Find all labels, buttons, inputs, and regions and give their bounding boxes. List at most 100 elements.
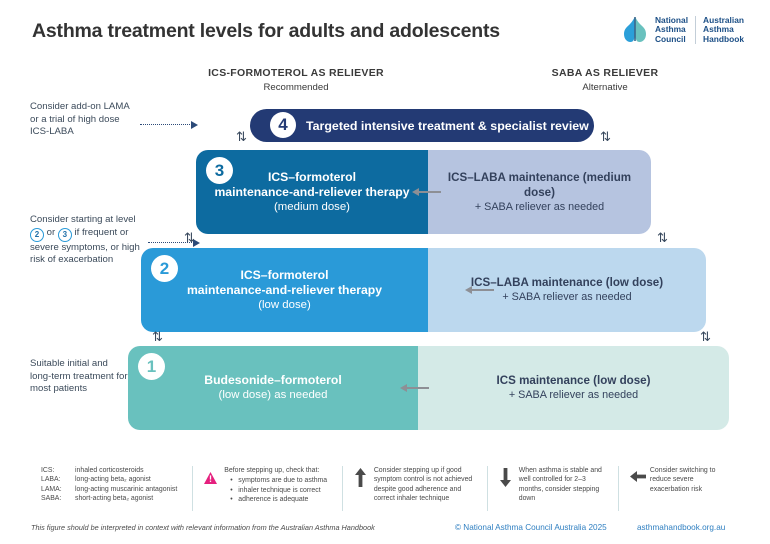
warning-text-block: Before stepping up, check that: symptoms… bbox=[224, 466, 327, 511]
legend-check-before-stepping-up: Before stepping up, check that: symptoms… bbox=[193, 466, 342, 511]
switch-arrow-icon-step-2 bbox=[465, 286, 494, 294]
organisation-logo: National Asthma Council Australian Asthm… bbox=[622, 15, 744, 45]
inline-level-3-circle: 3 bbox=[57, 227, 72, 242]
step-3-right-line2: + SABA reliever as needed bbox=[474, 200, 605, 213]
switch-text: Consider switching to reduce severe exac… bbox=[649, 467, 716, 493]
logo-left-line1: National bbox=[654, 14, 689, 25]
arrow-head bbox=[193, 238, 200, 247]
step-3-ics-formoterol-panel[interactable]: ICS–formoterol maintenance-and-reliever … bbox=[196, 150, 428, 234]
abbrev-key: SABA: bbox=[41, 495, 62, 503]
abbrev-value: short-acting beta₂ agonist bbox=[75, 495, 154, 503]
step-3-left-line3: (medium dose) bbox=[274, 200, 350, 213]
step-2-right-line2: + SABA reliever as needed bbox=[502, 291, 632, 303]
step-4-number-badge: 4 bbox=[270, 112, 296, 138]
legend-abbreviations: ICS: inhaled corticosteroids LABA: long-… bbox=[30, 466, 192, 511]
step-3-number-badge: 3 bbox=[206, 157, 233, 184]
up-down-arrow-icon-left-3: ⇅ bbox=[184, 231, 195, 246]
page-title: Asthma treatment levels for adults and a… bbox=[32, 20, 500, 42]
arrow-down-icon bbox=[499, 468, 512, 487]
treatment-step-3[interactable]: ICS–formoterol maintenance-and-reliever … bbox=[196, 150, 651, 234]
abbreviation-row: LAMA: long-acting muscarinic antagonist bbox=[41, 485, 177, 494]
inline-level-2-circle: 2 bbox=[30, 227, 44, 242]
legend-step-up: Consider stepping up if good symptom con… bbox=[343, 466, 487, 511]
column-heading-subtitle: Recommended bbox=[263, 82, 329, 93]
logo-right-line1: Australian bbox=[703, 14, 744, 25]
up-down-arrow-icon-right-2: ⇅ bbox=[700, 330, 711, 345]
step-1-saba-panel[interactable]: ICS maintenance (low dose) + SABA reliev… bbox=[418, 346, 729, 430]
logo-right-column: Australian Asthma Handbook bbox=[703, 14, 744, 45]
lungs-icon bbox=[622, 15, 648, 45]
abbrev-value: long-acting beta₂ agonist bbox=[75, 476, 151, 484]
step-2-left-line2: maintenance-and-reliever therapy bbox=[186, 282, 383, 297]
abbreviation-row: LABA: long-acting beta₂ agonist bbox=[41, 475, 177, 484]
logo-wordmark: National Asthma Council Australian Asthm… bbox=[654, 14, 744, 45]
step-1-number-badge: 1 bbox=[138, 353, 165, 380]
abbrev-value: long-acting muscarinic antagonist bbox=[75, 485, 178, 493]
warning-bullet: symptoms are due to asthma bbox=[230, 476, 327, 486]
arrow-up-icon bbox=[354, 468, 367, 487]
step-2-number-badge: 2 bbox=[151, 255, 178, 282]
step-1-right-line1: ICS maintenance (low dose) bbox=[496, 374, 651, 387]
logo-right-line2: Asthma bbox=[703, 24, 734, 35]
arrow-head bbox=[465, 286, 472, 294]
step-1-budesonide-panel[interactable]: Budesonide–formoterol (low dose) as need… bbox=[128, 346, 418, 430]
step-up-text: Consider stepping up if good symptom con… bbox=[373, 467, 473, 503]
website-link[interactable]: asthmahandbook.org.au bbox=[637, 523, 726, 532]
warning-triangle-icon bbox=[204, 471, 218, 484]
step-3-left-line1: ICS–formoterol bbox=[267, 169, 357, 184]
arrow-line bbox=[472, 289, 494, 291]
up-down-arrow-icon-right-3: ⇅ bbox=[657, 231, 668, 246]
step-3-right-line1: ICS–LABA maintenance (medium dose) bbox=[447, 170, 632, 199]
column-heading-subtitle: Alternative bbox=[582, 82, 628, 93]
legend-step-down: When asthma is stable and well controlle… bbox=[488, 466, 618, 511]
step-down-text: When asthma is stable and well controlle… bbox=[518, 467, 602, 503]
arrow-head bbox=[412, 188, 419, 196]
arrow-head bbox=[191, 120, 198, 129]
logo-divider bbox=[695, 15, 697, 45]
legend-divider bbox=[341, 466, 343, 511]
abbrev-key: ICS: bbox=[41, 467, 55, 474]
step-3-saba-panel[interactable]: ICS–LABA maintenance (medium dose) + SAB… bbox=[428, 150, 651, 234]
step-3-left-line2: maintenance-and-reliever therapy bbox=[214, 184, 410, 199]
step-1-left-line1: Budesonide–formoterol bbox=[204, 373, 342, 387]
treatment-step-1[interactable]: Budesonide–formoterol (low dose) as need… bbox=[128, 346, 729, 430]
abbreviation-row: SABA: short-acting beta₂ agonist bbox=[41, 494, 177, 503]
step-2-left-line3: (low dose) bbox=[258, 298, 311, 311]
copyright-text: © National Asthma Council Australia 2025 bbox=[455, 523, 607, 532]
switch-arrow-icon-step-1 bbox=[400, 384, 429, 392]
note-starting-mid: or bbox=[44, 226, 58, 238]
note-starting-post: if frequent or severe symptoms, or high … bbox=[30, 226, 140, 266]
legend-bar: ICS: inhaled corticosteroids LABA: long-… bbox=[30, 466, 740, 511]
logo-right-line3: Handbook bbox=[703, 33, 744, 44]
figure-footnote: This figure should be interpreted in con… bbox=[31, 523, 375, 532]
dotted-line bbox=[148, 242, 192, 243]
warning-bullet: adherence is adequate bbox=[230, 495, 327, 505]
column-heading-title: ICS-FORMOTEROL AS RELIEVER bbox=[208, 67, 384, 79]
abbrev-value: inhaled corticosteroids bbox=[75, 467, 144, 474]
note-starting-pre: Consider starting at level bbox=[30, 214, 136, 225]
abbrev-key: LABA: bbox=[41, 476, 61, 484]
step-2-ics-formoterol-panel[interactable]: ICS–formoterol maintenance-and-reliever … bbox=[141, 248, 428, 332]
up-down-arrow-icon-right-4: ⇅ bbox=[600, 130, 611, 145]
warning-bullet-list: symptoms are due to asthma inhaler techn… bbox=[224, 476, 327, 505]
step-1-left-line2: (low dose) as needed bbox=[218, 389, 328, 401]
dotted-arrow-to-step4 bbox=[140, 120, 198, 129]
up-down-arrow-icon-left-2: ⇅ bbox=[152, 330, 163, 345]
step-4-label: Targeted intensive treatment & specialis… bbox=[306, 118, 589, 133]
step-1-right-line2: + SABA reliever as needed bbox=[508, 389, 639, 401]
legend-divider bbox=[192, 466, 194, 511]
step-2-left-line1: ICS–formoterol bbox=[240, 267, 329, 282]
warning-bullet: inhaler technique is correct bbox=[230, 486, 327, 496]
dotted-line bbox=[140, 124, 190, 125]
arrow-left-icon bbox=[629, 470, 646, 489]
treatment-step-4[interactable]: Targeted intensive treatment & specialis… bbox=[250, 109, 594, 142]
note-initial-treatment: Suitable initial and long-term treatment… bbox=[30, 358, 128, 395]
treatment-step-2[interactable]: ICS–formoterol maintenance-and-reliever … bbox=[141, 248, 706, 332]
logo-left-column: National Asthma Council bbox=[654, 14, 689, 45]
up-down-arrow-icon-left-4: ⇅ bbox=[236, 130, 247, 145]
note-consider-starting: Consider starting at level 2 or 3 if fre… bbox=[30, 214, 142, 267]
legend-switch: Consider switching to reduce severe exac… bbox=[619, 466, 740, 511]
warning-title: Before stepping up, check that: bbox=[224, 467, 320, 474]
column-heading-saba: SABA AS RELIEVER Alternative bbox=[505, 67, 705, 93]
